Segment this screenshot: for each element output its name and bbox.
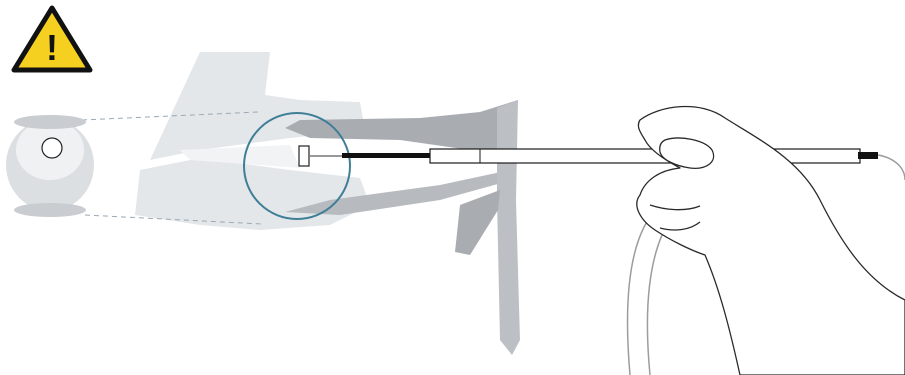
- projection-line-bottom: [84, 214, 263, 225]
- hand-finger-crease-2: [659, 221, 701, 231]
- warning-triangle-icon: [11, 5, 93, 73]
- sphere-cap-bottom: [14, 203, 86, 217]
- speculum-handle: [497, 100, 520, 355]
- probe-body: [429, 148, 861, 164]
- probe-end-connector: [858, 152, 878, 159]
- anatomy-upper-tissue: [150, 52, 365, 160]
- detail-sphere: [6, 115, 94, 217]
- warning-sign: !: [11, 5, 93, 73]
- speculum-lower-handle: [455, 190, 500, 255]
- cable-tail: [877, 154, 905, 181]
- probe-tip: [298, 145, 310, 167]
- hand-finger-crease: [649, 204, 701, 211]
- speculum-lower-blade: [285, 170, 510, 215]
- sphere-aperture: [41, 137, 63, 159]
- magnifier-circle: [243, 112, 351, 220]
- warning-symbol: !: [46, 27, 58, 68]
- speculum-upper-blade: [285, 100, 518, 160]
- projection-line-top: [81, 111, 259, 121]
- sphere-cap-top: [14, 115, 86, 129]
- probe-shaft-dark: [342, 153, 432, 158]
- speculum: [285, 100, 520, 355]
- hand-thumb: [659, 137, 715, 169]
- hand: [636, 105, 905, 375]
- projection-lines: [81, 111, 263, 225]
- anatomy-channel: [180, 145, 300, 168]
